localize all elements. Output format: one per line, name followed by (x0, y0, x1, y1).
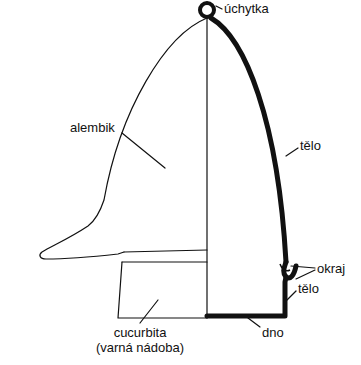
part-label: alembik (70, 120, 115, 135)
part-label: úchytka (224, 1, 269, 16)
part-label: cucurbita (varná nádoba) (94, 325, 186, 355)
center-line (206, 18, 207, 318)
part-label: dno (262, 325, 284, 340)
leader-line (296, 270, 315, 279)
body-section-lower (207, 277, 286, 316)
cucurbita-top (122, 261, 207, 262)
part-label: tělo (300, 138, 321, 153)
part-label: okraj (317, 261, 345, 276)
leader-line (216, 6, 222, 9)
cucurbita-outline (118, 262, 207, 318)
leader-line (287, 291, 296, 300)
alembik-outline (40, 18, 207, 259)
handle-ring (200, 3, 214, 17)
body-section-upper (211, 18, 286, 262)
leader-line (248, 318, 260, 327)
leader-line (140, 300, 158, 323)
leader-line (286, 148, 298, 156)
rim-groove (280, 264, 290, 271)
alembik-base (124, 250, 207, 252)
leader-line (122, 133, 165, 168)
part-label: tělo (298, 281, 319, 296)
